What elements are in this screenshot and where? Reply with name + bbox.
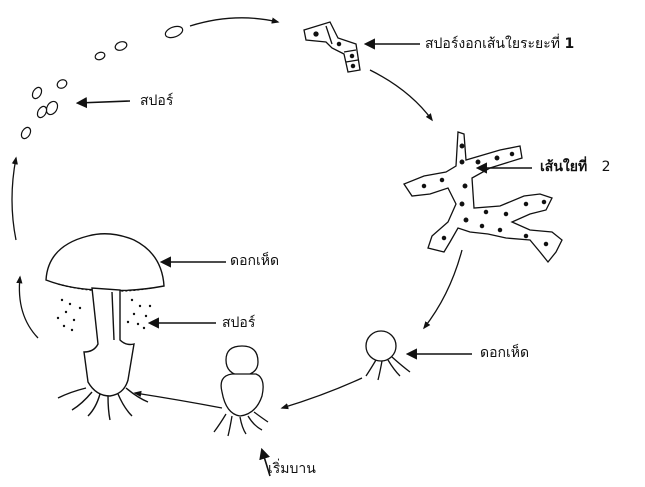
cycle-arrow-top (190, 18, 278, 26)
label-germination-stage-1: สปอร์งอกเส้นใยระยะที่ 1 (425, 37, 574, 51)
label-spore-bottom: สปอร์ (222, 316, 255, 330)
label-begin-bloom: เริ่มบาน (268, 462, 316, 476)
mature-mushroom-cap (46, 234, 164, 291)
cycle-arrow-right (424, 250, 462, 328)
mature-mushroom-stem (84, 288, 134, 396)
label-hypha-number: 2 (602, 159, 611, 175)
cycle-arrow-bottom (135, 393, 222, 408)
cycle-arrow-left-lower (19, 277, 38, 338)
label-germination-text: สปอร์งอกเส้นใยระยะที่ (425, 36, 560, 52)
label-mushroom-young: ดอกเห็ด (480, 346, 529, 360)
cycle-arrow-left-upper (12, 158, 16, 240)
pointer-spore-top (78, 101, 130, 103)
label-germination-number: 1 (564, 36, 574, 52)
label-hypha-text: เส้นใยที่ (540, 159, 587, 175)
label-mushroom-cap: ดอกเห็ด (230, 254, 279, 268)
mushroom-primordium (366, 331, 410, 380)
germinating-hypha-stage-1 (304, 22, 360, 72)
branching-hypha-stage-2 (404, 132, 562, 262)
mushroom-button (214, 346, 268, 436)
label-hypha-stage-2: เส้นใยที่ 2 (540, 160, 611, 174)
cycle-arrow-top-right (370, 70, 432, 120)
cycle-arrow-bottom-right (282, 378, 362, 408)
label-spore-top: สปอร์ (140, 94, 173, 108)
spore-group-top-left (20, 24, 185, 140)
